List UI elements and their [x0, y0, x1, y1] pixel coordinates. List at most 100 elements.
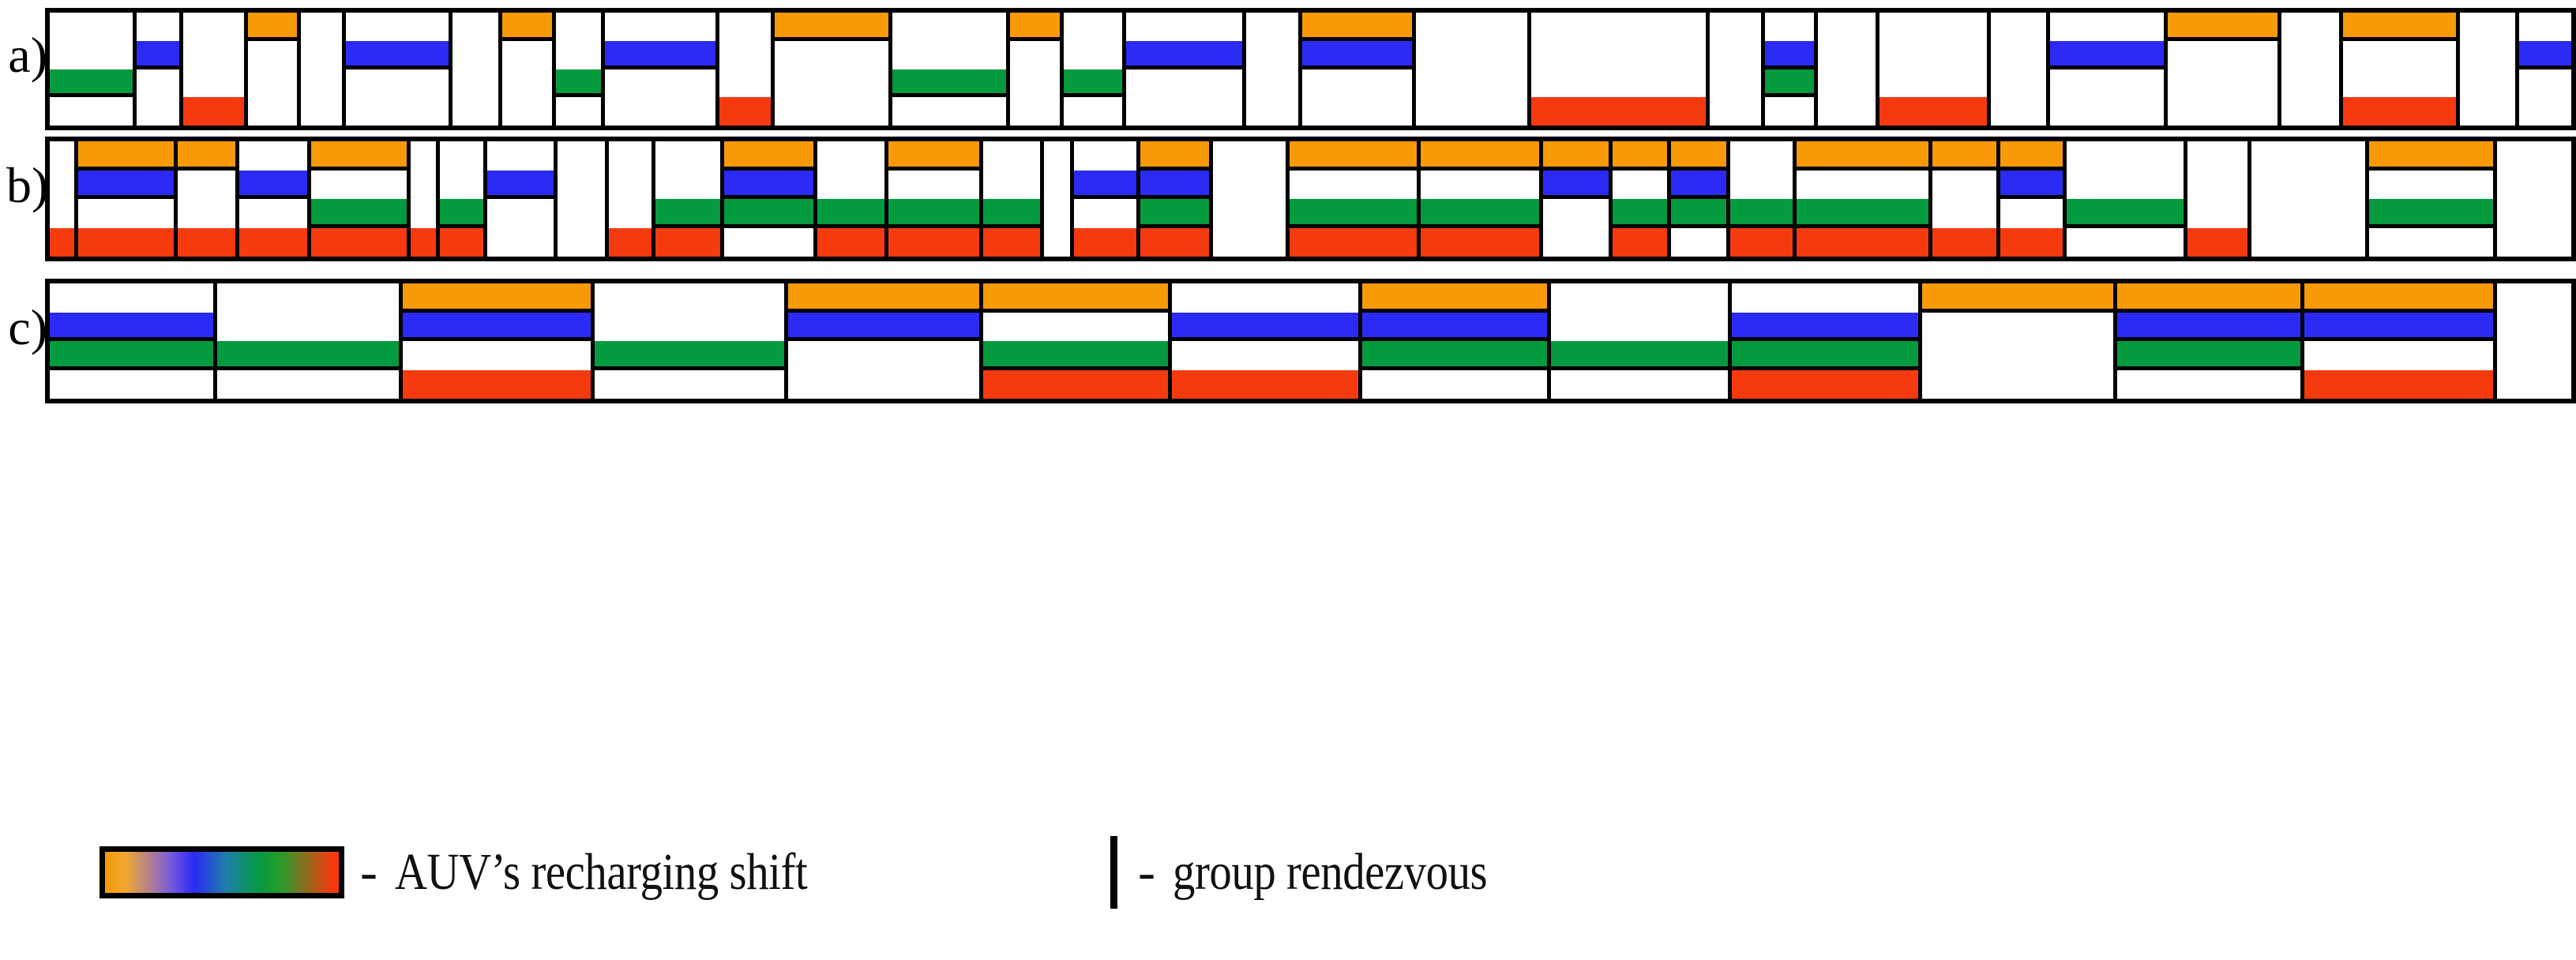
- rendezvous-interval: [892, 13, 1010, 126]
- idle-cell-auv-1-orange: [655, 141, 721, 171]
- recharging-shift-cell-auv-2-blue: [50, 312, 213, 341]
- idle-cell-auv-3-green: [346, 69, 449, 98]
- idle-cell-auv-1-orange: [1879, 13, 1988, 41]
- idle-cell-auv-3-green: [2460, 69, 2515, 98]
- recharging-shift-cell-auv-2-blue: [487, 170, 554, 199]
- idle-cell-auv-3-green: [719, 69, 771, 98]
- recharging-shift-cell-auv-2-blue: [2117, 312, 2301, 341]
- idle-cell-auv-2-blue: [178, 170, 235, 199]
- panel-b-label: b): [6, 157, 49, 213]
- rendezvous-interval: [724, 141, 818, 257]
- idle-cell-auv-4-red: [1064, 97, 1123, 126]
- recharging-shift-cell-auv-4-red: [411, 227, 437, 257]
- idle-cell-auv-4-red: [1922, 369, 2114, 399]
- recharging-shift-cell-auv-4-red: [1932, 227, 1996, 257]
- idle-cell-auv-3-green: [50, 199, 74, 228]
- idle-cell-auv-4-red: [1415, 97, 1527, 126]
- idle-cell-auv-3-green: [1879, 69, 1988, 98]
- idle-cell-auv-1-orange: [346, 13, 449, 41]
- recharging-shift-cell-auv-2-blue: [1671, 170, 1726, 199]
- idle-cell-auv-4-red: [892, 97, 1006, 126]
- idle-cell-auv-1-orange: [556, 13, 601, 41]
- idle-cell-auv-1-orange: [216, 283, 399, 313]
- idle-cell-auv-2-blue: [1064, 40, 1123, 69]
- rendezvous-interval: [983, 283, 1173, 399]
- recharging-shift-cell-auv-1-orange: [2167, 13, 2278, 41]
- idle-cell-auv-4-red: [487, 227, 554, 257]
- idle-cell-auv-2-blue: [1709, 40, 1761, 69]
- idle-cell-auv-2-blue: [817, 170, 884, 199]
- recharging-shift-cell-auv-4-red: [983, 369, 1169, 399]
- idle-cell-auv-4-red: [604, 97, 715, 126]
- recharging-shift-cell-auv-4-red: [2342, 97, 2457, 126]
- idle-cell-auv-1-orange: [50, 141, 74, 171]
- rendezvous-interval: [77, 141, 178, 257]
- idle-cell-auv-4-red: [1764, 97, 1815, 126]
- recharging-shift-cell-auv-1-orange: [2000, 141, 2063, 171]
- rendezvous-interval: [1551, 283, 1732, 399]
- recharging-shift-cell-auv-2-blue: [346, 40, 449, 69]
- recharging-shift-cell-auv-3-green: [1797, 199, 1929, 228]
- idle-cell-auv-3-green: [2496, 341, 2571, 370]
- idle-cell-auv-3-green: [1245, 69, 1299, 98]
- idle-cell-auv-1-orange: [411, 141, 437, 171]
- recharging-shift-cell-auv-3-green: [216, 341, 399, 370]
- rendezvous-interval: [2167, 13, 2282, 126]
- idle-cell-auv-3-green: [1302, 69, 1412, 98]
- idle-cell-auv-4-red: [2496, 369, 2571, 399]
- idle-cell-auv-4-red: [216, 369, 399, 399]
- idle-cell-auv-1-orange: [1213, 141, 1286, 171]
- recharging-shift-cell-auv-2-blue: [1731, 312, 1919, 341]
- rendezvous-interval: [558, 141, 610, 257]
- rendezvous-interval: [501, 13, 557, 126]
- legend-label-group-rendezvous: group rendezvous: [1172, 843, 1488, 901]
- recharging-shift-cell-auv-3-green: [2067, 199, 2184, 228]
- rendezvous-interval: [1213, 141, 1290, 257]
- rendezvous-interval: [594, 283, 788, 399]
- idle-cell-auv-1-orange: [2496, 283, 2571, 313]
- rendezvous-interval: [1530, 13, 1710, 126]
- rendezvous-interval: [50, 141, 78, 257]
- rendezvous-interval: [788, 283, 984, 399]
- recharging-shift-cell-auv-3-green: [655, 199, 721, 228]
- recharging-shift-cell-auv-4-red: [1172, 369, 1359, 399]
- idle-cell-auv-4-red: [2460, 97, 2515, 126]
- idle-cell-auv-2-blue: [1932, 170, 1996, 199]
- recharging-shift-cell-auv-2-blue: [1073, 170, 1136, 199]
- idle-cell-auv-4-red: [774, 97, 888, 126]
- recharging-shift-cell-auv-3-green: [1551, 341, 1728, 370]
- idle-cell-auv-4-red: [2167, 97, 2278, 126]
- rendezvous-interval: [1126, 13, 1246, 126]
- recharging-shift-cell-auv-1-orange: [1612, 141, 1668, 171]
- idle-cell-auv-2-blue: [2067, 170, 2184, 199]
- rendezvous-interval: [1064, 13, 1127, 126]
- rendezvous-interval: [2281, 13, 2343, 126]
- recharging-shift-cell-auv-4-red: [817, 227, 884, 257]
- idle-cell-auv-2-blue: [1818, 40, 1876, 69]
- idle-cell-auv-4-red: [50, 97, 133, 126]
- rendezvous-interval: [556, 13, 605, 126]
- recharging-shift-cell-auv-1-orange: [247, 13, 297, 41]
- idle-cell-auv-4-red: [1671, 227, 1726, 257]
- idle-cell-auv-1-orange: [1709, 13, 1761, 41]
- recharging-shift-cell-auv-2-blue: [604, 40, 715, 69]
- recharging-shift-cell-auv-3-green: [888, 199, 979, 228]
- recharging-shift-cell-auv-2-blue: [77, 170, 175, 199]
- recharging-shift-cell-auv-3-green: [1671, 199, 1726, 228]
- recharging-shift-cell-auv-4-red: [2187, 227, 2247, 257]
- idle-cell-auv-4-red: [2251, 227, 2365, 257]
- rendezvous-interval: [411, 141, 441, 257]
- rendezvous-interval: [346, 13, 452, 126]
- idle-cell-auv-3-green: [1172, 341, 1359, 370]
- recharging-shift-cell-auv-2-blue: [402, 312, 591, 341]
- rendezvous-interval: [2496, 141, 2571, 257]
- idle-cell-auv-1-orange: [2187, 141, 2247, 171]
- recharging-shift-cell-auv-1-orange: [1671, 141, 1726, 171]
- idle-cell-auv-3-green: [411, 199, 437, 228]
- idle-cell-auv-4-red: [1302, 97, 1412, 126]
- rendezvous-interval: [609, 141, 655, 257]
- recharging-shift-cell-auv-4-red: [1797, 227, 1929, 257]
- rendezvous-interval: [2187, 141, 2251, 257]
- idle-cell-auv-2-blue: [2281, 40, 2339, 69]
